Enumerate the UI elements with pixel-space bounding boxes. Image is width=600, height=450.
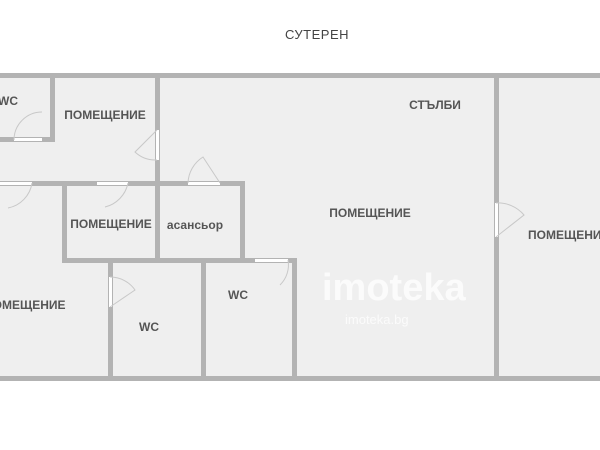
label-wc-right: WC — [228, 288, 248, 302]
room-labels: WC ПОМЕЩЕНИЕ ПОМЕЩЕНИЕ асансьор СТЪЛБИ П… — [0, 94, 600, 334]
label-elevator: асансьор — [167, 218, 223, 232]
door-swings — [7, 111, 525, 308]
watermark-logo: imoteka — [322, 267, 466, 309]
label-room-left: ПОМЕЩЕНИЕ — [0, 298, 66, 312]
walls — [0, 73, 600, 381]
label-room-small: ПОМЕЩЕНИЕ — [70, 217, 152, 231]
label-room-top: ПОМЕЩЕНИЕ — [64, 108, 146, 122]
label-stairs: СТЪЛБИ — [409, 98, 461, 112]
watermark-url: imoteka.bg — [345, 312, 409, 327]
label-wc-top-left: WC — [0, 94, 18, 108]
label-wc-middle: WC — [139, 320, 159, 334]
label-room-center: ПОМЕЩЕНИЕ — [329, 206, 411, 220]
floor-area — [0, 76, 600, 378]
label-room-right: ПОМЕЩЕНИЕ — [528, 228, 600, 242]
floor-title: СУТЕРЕН — [285, 27, 349, 42]
watermark: imoteka imoteka.bg — [322, 267, 466, 327]
